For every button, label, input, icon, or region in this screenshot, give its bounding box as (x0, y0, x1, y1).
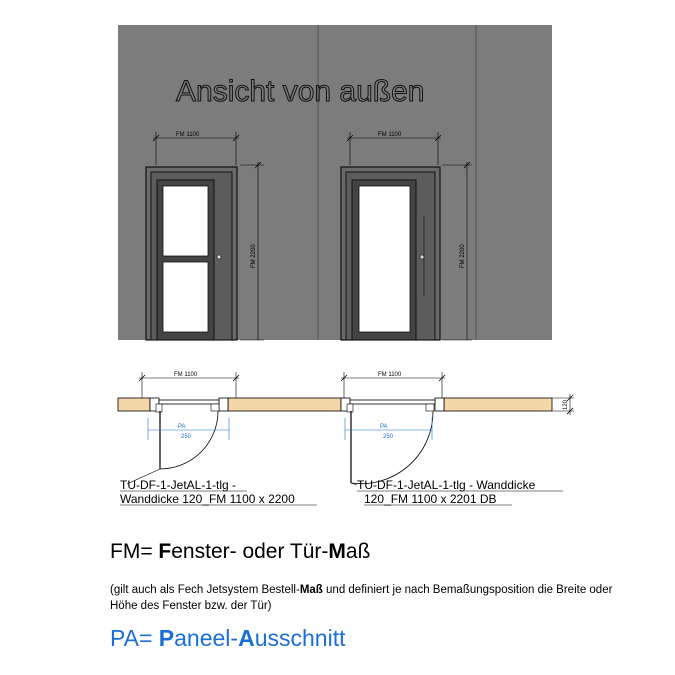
caption-left-line1: TU-DF-1-JetAL-1-tlg - (120, 478, 236, 492)
plan-right-pa-value: 250 (383, 434, 394, 440)
door-left-height-dim: FM 2200 (251, 244, 257, 268)
legend-pa-a: A (238, 625, 255, 651)
plan-right-pa-label: PA (380, 424, 388, 430)
legend-pa-p: P (158, 625, 175, 651)
door-right-height-dim: FM 2200 (460, 244, 466, 268)
door-elevation-right: FM 1100 FM 2200 (340, 132, 472, 341)
legend-fm: FM= Fenster- oder Tür-Maß (110, 540, 370, 564)
glazing-full (358, 185, 411, 333)
door-elevation-left: FM 1100 FM 2200 (145, 132, 264, 341)
glazing-lower (162, 261, 209, 333)
elevation-title: Ansicht von außen (176, 75, 424, 108)
door-handle (419, 254, 425, 260)
wall-thickness-label: 120 (563, 399, 569, 410)
legend-pa-lead: PA= (110, 625, 159, 651)
plan-left-width-dim: FM 1100 (174, 372, 198, 378)
door-handle (216, 254, 222, 260)
glazing-upper (162, 185, 209, 257)
door-left-width-dim: FM 1100 (176, 132, 200, 138)
door-captions: TU-DF-1-JetAL-1-tlg - Wanddicke 120_FM 1… (120, 478, 563, 506)
legend-fm-note: (gilt auch als Fech Jetsystem Bestell-Ma… (110, 582, 630, 614)
door-plan-right: FM 1100 PA 250 (340, 372, 446, 485)
plan-view: FM 1100 PA 250 FM 1100 (117, 372, 574, 486)
door-plan-left: FM 1100 PA 250 (138, 372, 240, 470)
door-swing-arc (159, 410, 219, 470)
caption-left-line2: Wanddicke 120_FM 1100 x 2200 (120, 492, 295, 506)
legend-pa-end: usschnitt (254, 625, 346, 651)
wall-segment (117, 397, 151, 412)
wall-thickness-dim: 120 (552, 394, 574, 415)
wall-segment (227, 397, 342, 412)
legend-fm-m: M (328, 540, 346, 563)
legend-fm-f: F (158, 540, 172, 563)
plan-right-width-dim: FM 1100 (378, 372, 402, 378)
wall-segment (443, 397, 553, 412)
legend-note-a: (gilt auch als Fech Jetsystem Bestell- (110, 584, 300, 596)
legend-pa: PA= Paneel-Ausschnitt (110, 625, 345, 652)
elevation-view: Ansicht von außen FM 1100 FM 2200 (118, 25, 552, 341)
caption-right-line2: 120_FM 1100 x 2201 DB (364, 492, 497, 506)
door-right-width-dim: FM 1100 (378, 132, 402, 138)
door-swing-arc (350, 410, 434, 485)
plan-left-pa-value: 250 (181, 434, 192, 440)
legend-fm-mid: enster- oder Tür- (171, 540, 329, 563)
legend-note-c: und definiert je nach Bemaßungsposition … (110, 584, 613, 612)
plan-left-pa-label: PA (178, 424, 186, 430)
legend-fm-end: aß (345, 540, 371, 563)
legend-note-b: Maß (299, 584, 323, 596)
legend-fm-lead: FM= (110, 540, 159, 563)
caption-right-line1: TU-DF-1-JetAL-1-tlg - Wanddicke (357, 478, 536, 492)
legend-pa-mid: aneel- (174, 625, 239, 651)
